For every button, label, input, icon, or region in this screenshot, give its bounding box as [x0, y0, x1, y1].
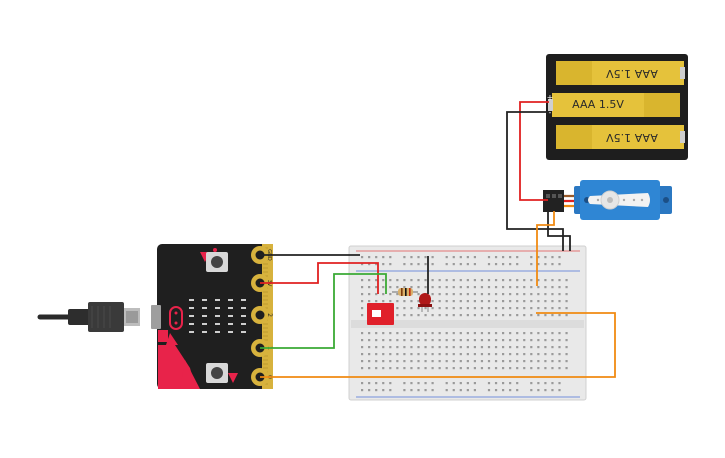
led-matrix [189, 299, 246, 333]
led-pixel [202, 323, 207, 325]
microbit-decoration [228, 373, 238, 383]
led-pixel [215, 323, 220, 325]
led-pixel [241, 315, 246, 317]
breadboard[interactable] [348, 245, 587, 401]
led-pixel [228, 315, 233, 317]
led-pixel [202, 315, 207, 317]
battery-cell-1: AAA 1.5V [556, 61, 685, 85]
usb-cable[interactable] [37, 302, 140, 332]
breadboard-holes [361, 256, 568, 392]
led-pixel [189, 299, 194, 301]
microbit-decoration [158, 330, 168, 342]
led-pixel [228, 323, 233, 325]
led-pixel [215, 315, 220, 317]
microbit-logo [169, 306, 183, 330]
led-pixel [189, 331, 194, 333]
microbit-decoration [166, 333, 178, 345]
servo-connector [543, 190, 564, 212]
led-pixel [241, 323, 246, 325]
led-pixel [228, 331, 233, 333]
led-pixel [215, 299, 220, 301]
servo-motor[interactable] [543, 180, 672, 220]
microbit-indicator [213, 248, 217, 252]
wire-servo-signal[interactable] [536, 211, 555, 286]
battery-minus-label: - [549, 108, 552, 117]
wire-servo-gnd[interactable] [547, 206, 571, 251]
battery-cell-3-label: AAA 1.5V [606, 131, 658, 144]
resistor[interactable] [392, 288, 418, 296]
button-b[interactable] [206, 363, 228, 383]
wire-pin1[interactable] [260, 273, 387, 349]
led-pixel [215, 331, 220, 333]
led-pixel [189, 315, 194, 317]
battery-cell-3: AAA 1.5V [556, 125, 685, 149]
microbit-board[interactable]: GND 3V 2 1 0 [151, 244, 273, 389]
button-a[interactable] [206, 252, 228, 272]
led-pixel [241, 299, 246, 301]
microbit-usb-port [151, 305, 161, 329]
led-pixel [202, 307, 207, 309]
battery-pack[interactable]: AAA 1.5V AAA 1.5V AAA 1.5V + - [546, 54, 688, 160]
battery-cell-1-label: AAA 1.5V [606, 67, 658, 80]
microbit-decoration [180, 360, 200, 389]
servo-horn[interactable] [588, 190, 650, 210]
center-channel [351, 320, 584, 328]
led-pixel [228, 307, 233, 309]
led-pixel [241, 307, 246, 309]
led-pixel [228, 299, 233, 301]
led-pixel [202, 331, 207, 333]
battery-plus-label: + [547, 93, 554, 102]
wire-battery-positive[interactable] [519, 101, 549, 201]
led-pixel [189, 307, 194, 309]
led-pixel [215, 307, 220, 309]
pin-label-2: 2 [266, 313, 273, 317]
led[interactable] [418, 293, 432, 312]
battery-cell-2: AAA 1.5V [548, 93, 680, 117]
battery-cell-2-label: AAA 1.5V [572, 98, 624, 111]
led-pixel [189, 323, 194, 325]
led-pixel [202, 299, 207, 301]
wire-pin0[interactable] [260, 312, 616, 378]
pin-2[interactable]: 2 [251, 306, 273, 324]
slide-switch[interactable] [367, 303, 394, 325]
led-pixel [241, 331, 246, 333]
